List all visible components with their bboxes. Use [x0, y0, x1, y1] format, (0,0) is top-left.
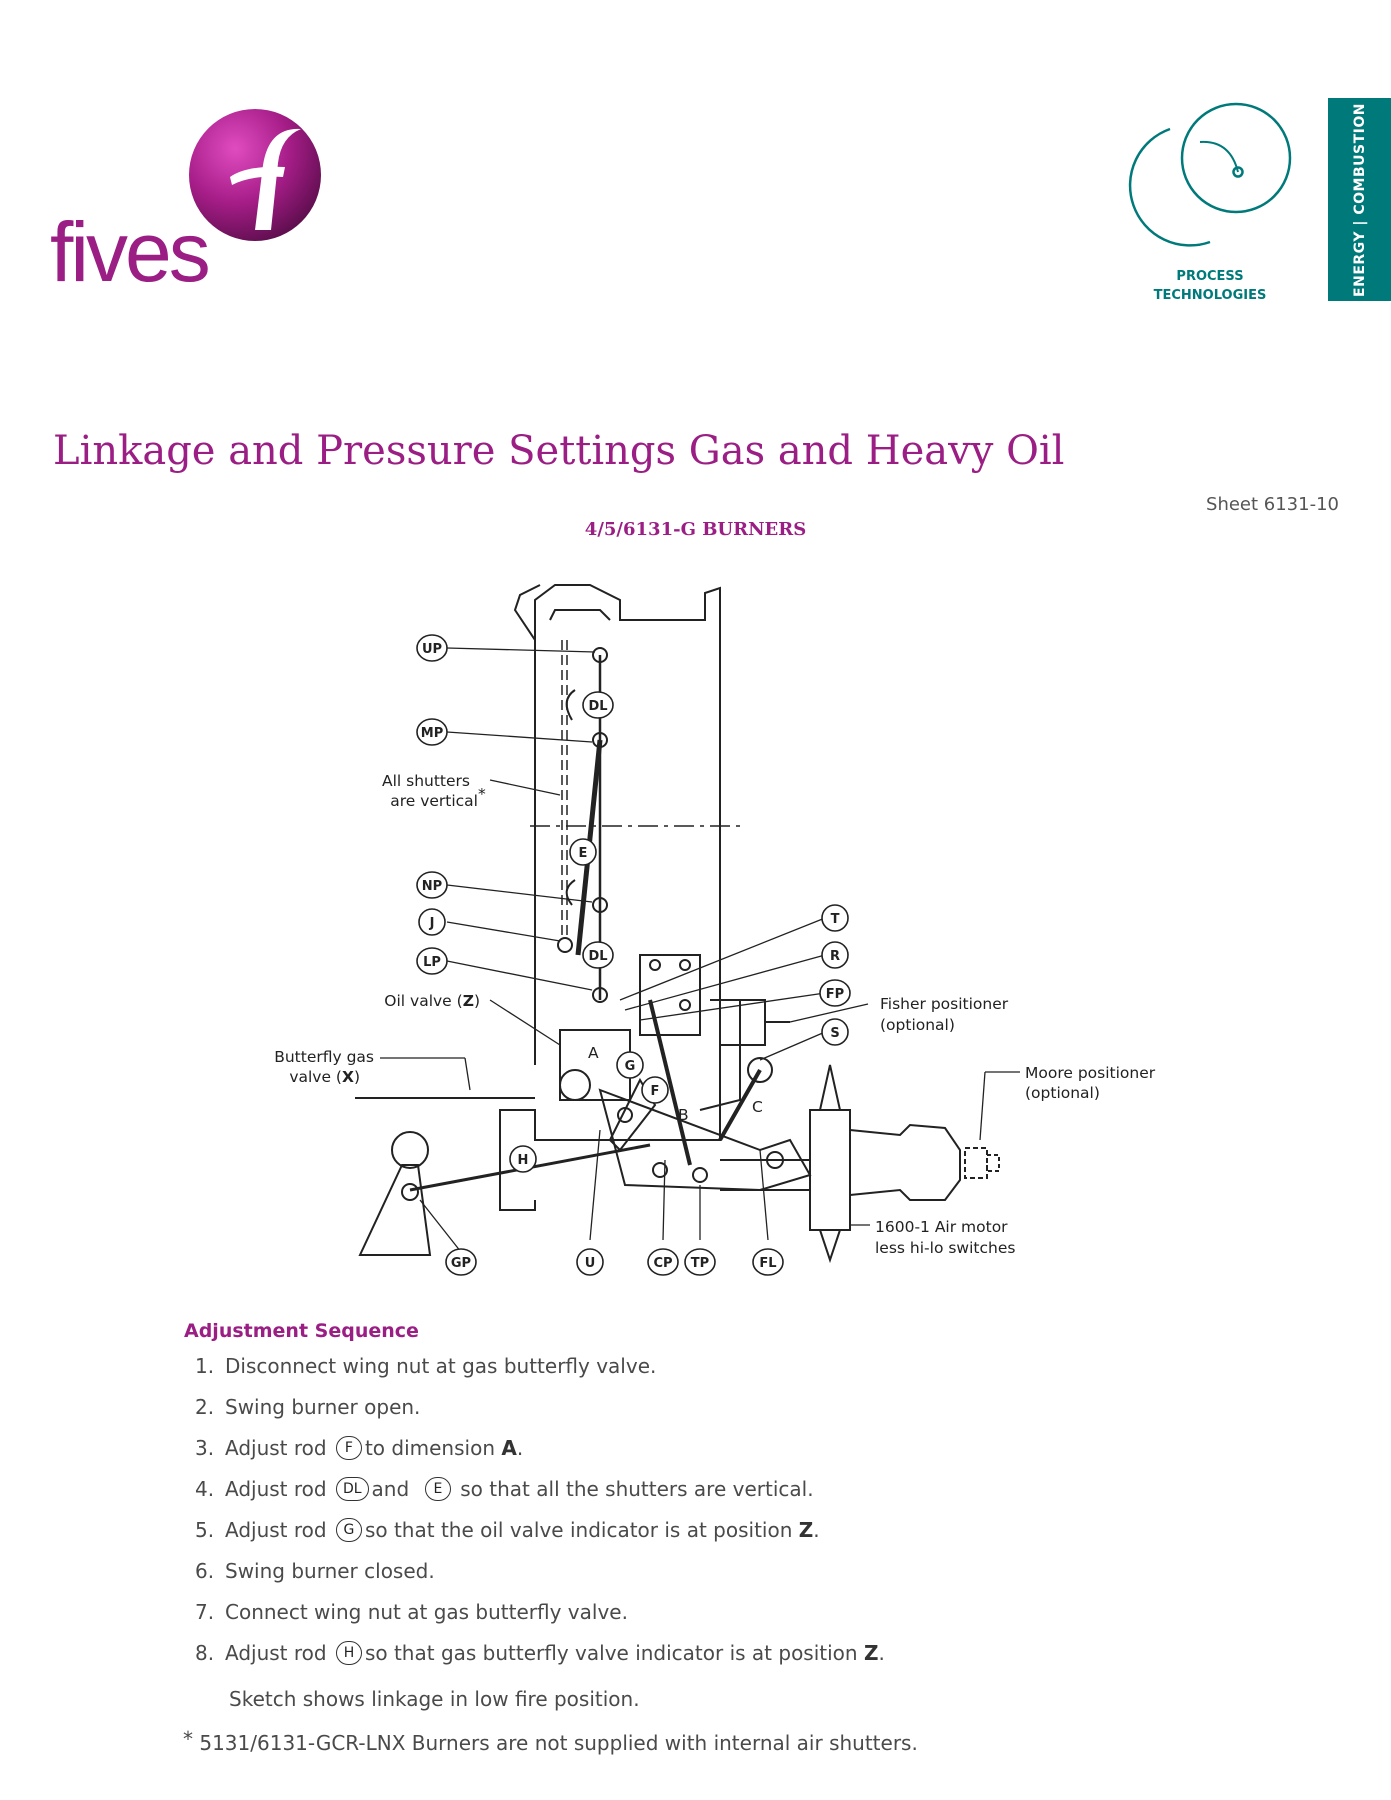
rod-badge-f: F	[335, 1435, 362, 1460]
diagram-bubble-label: FL	[759, 1256, 776, 1271]
fisher-label: Fisher positioner	[880, 995, 1009, 1013]
moore-label: Moore positioner	[1025, 1064, 1156, 1082]
adjustment-steps: 1.Disconnect wing nut at gas butterfly v…	[195, 1345, 885, 1673]
process-technologies-emblem	[1120, 100, 1300, 250]
diagram-bubble-t	[821, 904, 849, 932]
adjustment-heading: Adjustment Sequence	[184, 1320, 419, 1342]
diagram-bubble-cp	[647, 1248, 679, 1276]
oil-valve-label: Oil valve (Z)	[384, 992, 480, 1010]
diagram-bubble-label: F	[651, 1084, 660, 1099]
dimension-a: A	[588, 1044, 599, 1062]
dimension-c: C	[752, 1098, 763, 1116]
sheet-number: Sheet 6131-10	[1206, 494, 1339, 515]
division-label: PROCESS TECHNOLOGIES	[1153, 269, 1267, 303]
side-tab: ENERGY | COMBUSTION	[1328, 98, 1391, 301]
step-7: 7.Connect wing nut at gas butterfly valv…	[195, 1599, 628, 1624]
diagram-bubble-dl	[582, 691, 614, 719]
side-tab-label: ENERGY | COMBUSTION	[1351, 102, 1368, 297]
diagram-bubble-g	[616, 1051, 644, 1079]
butterfly-label-2: valve (X)	[289, 1068, 360, 1086]
diagram-bubble-s	[821, 1018, 849, 1046]
dimension-b: B	[678, 1106, 689, 1124]
diagram-bubble-label: TP	[691, 1256, 709, 1271]
rod-badge-e: E	[424, 1476, 451, 1501]
step-1: 1.Disconnect wing nut at gas butterfly v…	[195, 1353, 657, 1378]
fives-logo	[185, 105, 325, 245]
rod-badge-h: H	[335, 1640, 362, 1665]
rod-badge-g: G	[335, 1517, 362, 1542]
diagram-bubble-label: MP	[421, 726, 443, 741]
diagram-bubble-up	[416, 634, 448, 662]
shutters-label-2: are vertical	[390, 792, 478, 810]
diagram-bubble-label: LP	[423, 955, 441, 970]
diagram-bubble-label: UP	[422, 642, 442, 657]
diagram-bubble-mp	[416, 718, 448, 746]
diagram-bubble-r	[821, 941, 849, 969]
rod-badge-dl: DL	[335, 1476, 369, 1501]
diagram-bubble-label: CP	[653, 1256, 672, 1271]
diagram-bubble-f	[641, 1076, 669, 1104]
diagram-bubble-label: DL	[588, 699, 607, 714]
shutters-label: All shutters	[382, 772, 470, 790]
linkage-diagram: All shutters are vertical * Oil valve (Z…	[265, 570, 1165, 1284]
diagram-bubble-tp	[684, 1248, 716, 1276]
diagram-bubble-gp	[445, 1248, 477, 1276]
diagram-bubble-u	[576, 1248, 604, 1276]
diagram-bubble-dl	[582, 941, 614, 969]
diagram-bubble-label: FP	[826, 987, 844, 1002]
air-motor-label: 1600-1 Air motor	[875, 1218, 1008, 1236]
brand-wordmark: fives	[50, 205, 211, 299]
diagram-bubble-label: GP	[451, 1256, 471, 1271]
diagram-bubble-fp	[819, 979, 851, 1007]
diagram-bubble-label: G	[625, 1059, 636, 1074]
diagram-bubble-label: R	[830, 949, 840, 964]
diagram-bubble-label: J	[429, 916, 435, 931]
page-title: Linkage and Pressure Settings Gas and He…	[53, 428, 1065, 474]
diagram-bubble-label: DL	[588, 949, 607, 964]
diagram-bubble-label: H	[518, 1153, 529, 1168]
butterfly-label: Butterfly gas	[274, 1048, 374, 1066]
diagram-bubble-j	[418, 908, 446, 936]
diagram-bubble-lp	[416, 947, 448, 975]
air-motor-label-2: less hi-lo switches	[875, 1239, 1015, 1257]
diagram-bubble-label: U	[585, 1256, 596, 1271]
step-6: 6.Swing burner closed.	[195, 1558, 435, 1583]
diagram-bubble-e	[569, 838, 597, 866]
diagram-bubble-label: S	[830, 1026, 839, 1041]
footnote: * 5131/6131-GCR-LNX Burners are not supp…	[183, 1727, 918, 1755]
fisher-label-2: (optional)	[880, 1016, 955, 1034]
moore-label-2: (optional)	[1025, 1084, 1100, 1102]
diagram-bubble-np	[416, 871, 448, 899]
diagram-bubble-h	[509, 1145, 537, 1173]
diagram-bubble-label: NP	[422, 879, 442, 894]
diagram-bubble-label: E	[579, 846, 588, 861]
diagram-bubble-label: T	[831, 912, 840, 927]
subtitle: 4/5/6131-G BURNERS	[584, 519, 807, 540]
sketch-note: Sketch shows linkage in low fire positio…	[229, 1687, 640, 1711]
diagram-bubble-fl	[752, 1248, 784, 1276]
step-2: 2.Swing burner open.	[195, 1394, 421, 1419]
shutters-footnote-mark: *	[478, 785, 486, 803]
